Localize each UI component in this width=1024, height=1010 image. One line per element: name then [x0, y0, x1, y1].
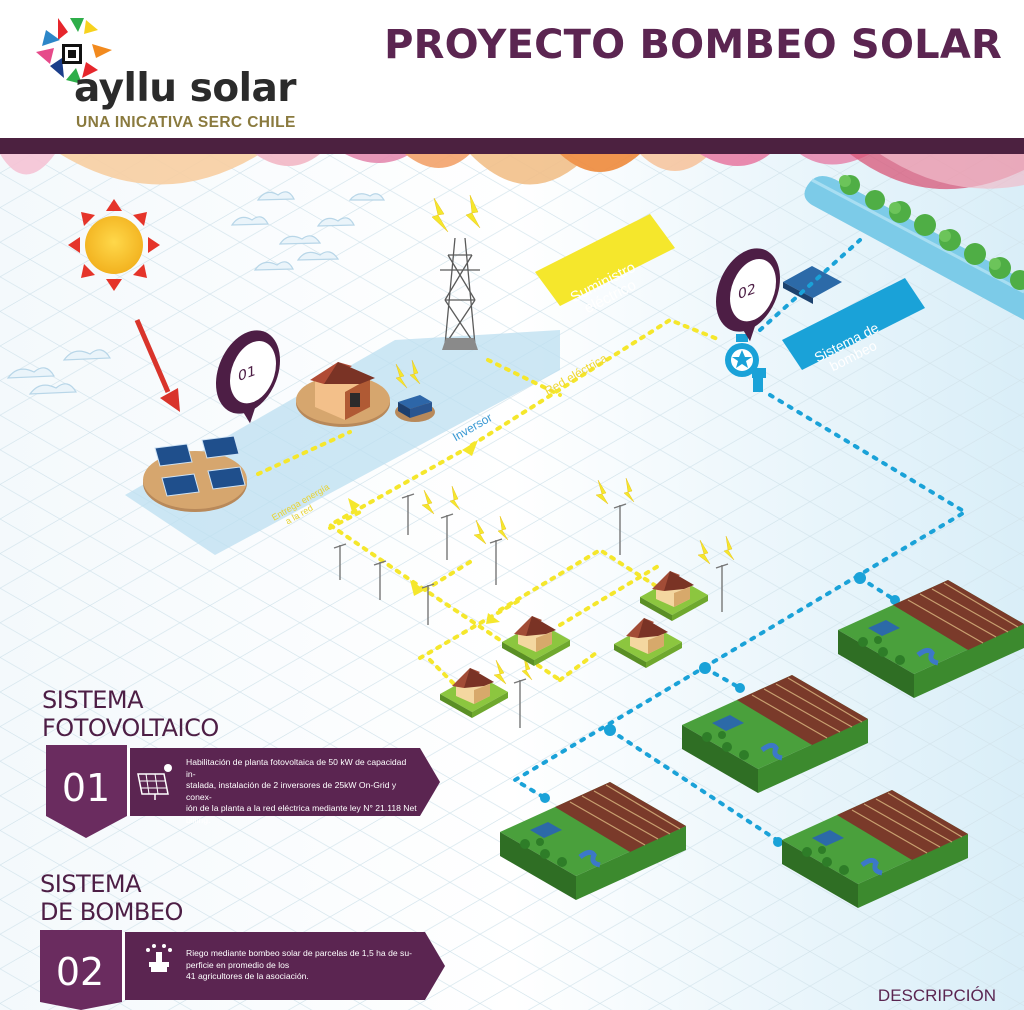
section-02-number: 02 [55, 950, 105, 994]
sunlight-arrow-icon [134, 319, 180, 412]
water-pump-icon [725, 334, 766, 392]
water-canal [804, 176, 1024, 320]
transmission-tower-icon [440, 237, 480, 350]
farm-plot-icon [682, 675, 868, 793]
solar-panel-icon [137, 764, 172, 800]
section-01-title: SISTEMA FOTOVOLTAICO [42, 686, 219, 742]
header-band [0, 138, 1024, 154]
section-02-description: Riego mediante bombeo solar de parcelas … [186, 948, 412, 981]
farm-plot-icon [782, 790, 968, 908]
sun-icon [68, 199, 160, 291]
bombeo-label-bg [782, 278, 925, 370]
pump-solar-panel-icon [783, 266, 842, 304]
clouds [6, 191, 386, 395]
house-icon [640, 571, 708, 621]
section-02-title: SISTEMA DE BOMBEO [40, 870, 183, 926]
marker-02-icon [716, 248, 780, 342]
farm-plot-icon [500, 782, 686, 900]
energy-arrows [348, 440, 500, 624]
section-01-description: Habilitación de planta fotovoltaica de 5… [186, 757, 417, 825]
descripcion-label: DESCRIPCIÓN [877, 986, 996, 1005]
decorative-arcs [0, 154, 1024, 190]
marker-01-icon [216, 330, 280, 424]
energy-flow-lines [256, 317, 722, 692]
farm-plot-icon [838, 580, 1024, 698]
houses [440, 571, 708, 718]
inverter-icon [398, 395, 432, 418]
house-icon [614, 618, 682, 668]
suministro-label-bg [535, 214, 675, 306]
sprinkler-icon [146, 944, 172, 972]
house-icon [502, 616, 570, 666]
page-title: PROYECTO BOMBEO SOLAR [384, 22, 1002, 68]
section-01-number: 01 [61, 766, 111, 810]
ayllu-solar-logo-icon [36, 18, 112, 84]
brand-tagline: UNA INICATIVA SERC CHILE [76, 114, 296, 131]
tower-lightning-icon [431, 194, 481, 233]
utility-poles [333, 493, 729, 728]
inverter-lightning-icon [395, 359, 421, 389]
water-flow-lines [511, 238, 969, 844]
farm-plots [500, 580, 1024, 908]
solar-panels-icon [154, 435, 246, 497]
section-01-panel [46, 745, 440, 838]
section-02-panel [40, 930, 445, 1010]
house-icon [440, 668, 508, 718]
water-nodes [540, 572, 900, 847]
pole-lightning-icons [421, 477, 735, 685]
control-house-icon [310, 362, 375, 420]
brand-name: ayllu solar [74, 66, 297, 111]
